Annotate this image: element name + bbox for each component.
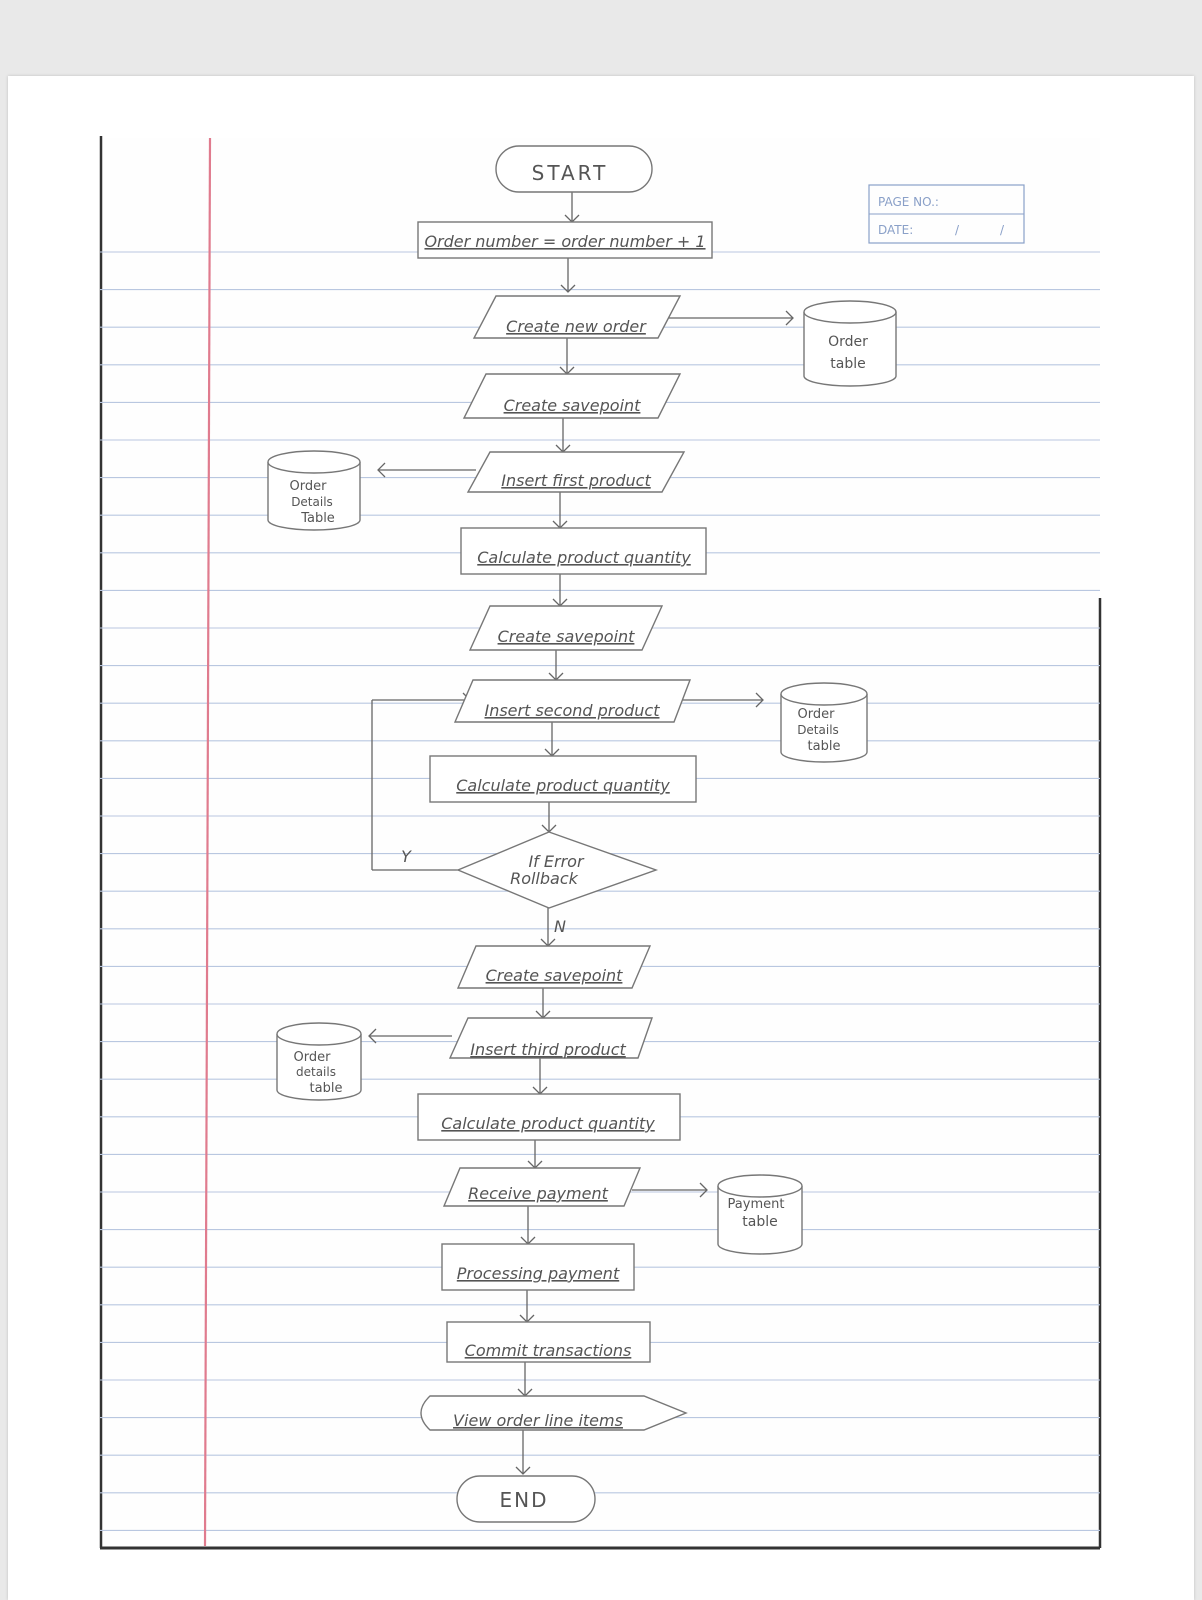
insert-third-product-label: Insert third product xyxy=(470,1040,626,1059)
flow-shapes xyxy=(267,145,897,1523)
calc-qty-1-label: Calculate product quantity xyxy=(477,548,691,567)
date-label: DATE: xyxy=(878,223,913,237)
insert-second-product-label: Insert second product xyxy=(484,701,660,720)
flow-connectors xyxy=(368,192,794,1475)
order-details-2-label-1: Order xyxy=(798,707,836,722)
arrowhead xyxy=(515,1466,531,1475)
payment-table-cylinder xyxy=(717,1174,803,1255)
order-details-table-2-cylinder xyxy=(780,682,868,763)
create-savepoint-2-label: Create savepoint xyxy=(498,627,636,646)
view-order-line-items-display xyxy=(420,1395,688,1431)
order-number-label: Order number = order number + 1 xyxy=(424,232,705,251)
arrowhead xyxy=(755,692,764,708)
page-no-label: PAGE NO.: xyxy=(878,195,939,209)
margin-line xyxy=(203,137,212,1547)
create-new-order-label: Create new order xyxy=(506,317,647,336)
order-details-2-label-2: Details xyxy=(797,723,839,737)
flow-labels: START Order number = order number + 1 Cr… xyxy=(290,161,869,1512)
page-no-date-box: PAGE NO.: DATE: / / xyxy=(868,184,1025,244)
order-details-3-label-1: Order xyxy=(294,1050,332,1065)
order-details-table-3-cylinder xyxy=(276,1022,362,1101)
arrowhead xyxy=(699,1182,708,1198)
end-label: END xyxy=(500,1488,549,1512)
arrowhead xyxy=(377,462,386,478)
create-savepoint-3-io xyxy=(456,945,652,989)
insert-first-product-label: Insert first product xyxy=(501,471,651,490)
order-details-1-label-3: Table xyxy=(300,511,335,526)
no-branch-label: N xyxy=(554,917,566,936)
calc-qty-3-process xyxy=(417,1093,681,1141)
create-savepoint-2-io xyxy=(468,605,664,651)
insert-third-product-io xyxy=(448,1017,653,1059)
decision-label-2: Rollback xyxy=(510,869,579,888)
create-savepoint-1-io xyxy=(462,373,682,419)
date-separator-1: / xyxy=(955,223,960,237)
order-table-label-2: table xyxy=(830,356,865,372)
create-savepoint-3-label: Create savepoint xyxy=(486,966,624,985)
order-table-label-1: Order xyxy=(828,334,868,350)
commit-transactions-process xyxy=(446,1321,651,1363)
order-details-3-label-3: table xyxy=(310,1081,343,1096)
commit-transactions-label: Commit transactions xyxy=(465,1341,632,1360)
insert-second-product-io xyxy=(453,679,692,723)
start-terminator xyxy=(495,145,653,193)
order-number-process xyxy=(417,221,713,259)
calc-qty-3-label: Calculate product quantity xyxy=(441,1114,655,1133)
yes-branch-label: Y xyxy=(401,847,412,866)
order-details-2-label-3: table xyxy=(808,739,841,754)
create-savepoint-1-label: Create savepoint xyxy=(504,396,642,415)
decision-label-1: If Error xyxy=(528,852,584,871)
arrowhead xyxy=(368,1028,377,1044)
payment-table-label-2: table xyxy=(742,1214,777,1230)
paper-sheet xyxy=(100,138,1100,1548)
create-new-order-io xyxy=(472,295,682,339)
view-order-line-items-label: View order line items xyxy=(453,1411,623,1430)
arrowhead xyxy=(785,310,794,326)
arrowhead xyxy=(560,284,576,293)
date-separator-2: / xyxy=(1000,223,1005,237)
insert-first-product-io xyxy=(466,451,686,493)
start-label: START xyxy=(532,161,609,185)
processing-payment-label: Processing payment xyxy=(457,1264,620,1283)
order-details-3-label-2: details xyxy=(296,1065,336,1079)
order-table-cylinder xyxy=(803,300,897,387)
receive-payment-label: Receive payment xyxy=(468,1184,608,1203)
order-details-1-label-2: Details xyxy=(291,495,333,509)
calc-qty-2-process xyxy=(429,755,697,803)
receive-payment-io xyxy=(442,1167,642,1207)
end-terminator xyxy=(456,1475,596,1523)
error-rollback-decision xyxy=(456,831,659,909)
payment-table-label-1: Payment xyxy=(728,1197,785,1212)
calc-qty-2-label: Calculate product quantity xyxy=(456,776,670,795)
processing-payment-process xyxy=(441,1243,635,1291)
order-details-table-1-cylinder xyxy=(267,450,361,531)
order-details-1-label-1: Order xyxy=(290,479,328,494)
calc-qty-1-process xyxy=(460,527,707,575)
